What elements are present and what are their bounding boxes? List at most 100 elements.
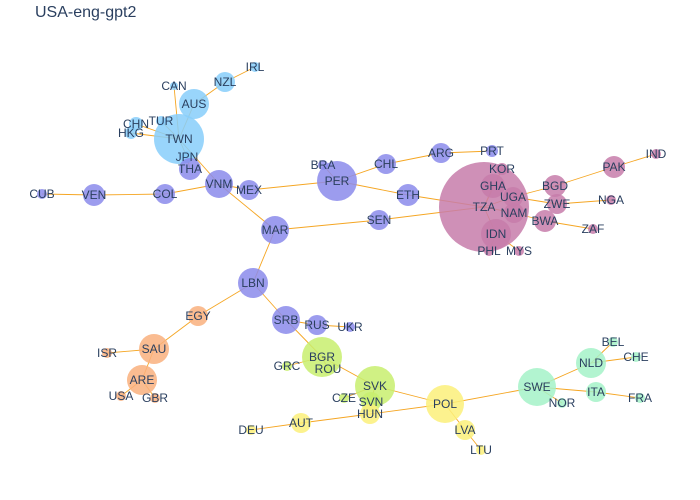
node-label-bra: BRA	[311, 158, 336, 172]
node-tha[interactable]	[179, 158, 201, 180]
node-deu[interactable]	[246, 425, 256, 435]
node-rou[interactable]	[323, 364, 333, 374]
node-bgd[interactable]	[544, 175, 566, 197]
node-aus[interactable]	[179, 89, 209, 119]
node-label-hkg: HKG	[118, 126, 144, 140]
node-sen[interactable]	[369, 210, 389, 230]
node-ven[interactable]	[83, 184, 105, 206]
node-label-srb: SRB	[274, 313, 299, 327]
node-kor[interactable]	[496, 163, 508, 175]
node-per[interactable]	[317, 161, 357, 201]
node-label-nor: NOR	[549, 396, 576, 410]
node-label-gha: GHA	[480, 179, 506, 193]
node-nga[interactable]	[606, 195, 616, 205]
node-hun[interactable]	[360, 404, 380, 424]
node-label-hun: HUN	[357, 407, 383, 421]
node-ita[interactable]	[586, 382, 606, 402]
node-label-phl: PHL	[477, 244, 501, 258]
node-nld[interactable]	[576, 348, 606, 378]
node-label-nld: NLD	[579, 356, 603, 370]
node-twn[interactable]	[154, 114, 204, 164]
node-fra[interactable]	[635, 393, 645, 403]
node-label-are: ARE	[130, 373, 155, 387]
node-grc[interactable]	[282, 361, 292, 371]
node-label-chn: CHN	[123, 117, 149, 131]
node-lbn[interactable]	[238, 268, 268, 298]
node-swe[interactable]	[518, 368, 556, 406]
node-phl[interactable]	[484, 246, 494, 256]
node-label-aus: AUS	[182, 97, 207, 111]
node-label-sen: SEN	[367, 213, 392, 227]
node-label-ltu: LTU	[470, 443, 492, 457]
node-label-tha: THA	[178, 162, 202, 176]
edge-mar-sen	[274, 219, 380, 231]
node-label-vnm: VNM	[206, 177, 233, 191]
node-label-svn: SVN	[359, 395, 384, 409]
node-label-cub: CUB	[29, 187, 54, 201]
node-are[interactable]	[127, 365, 157, 395]
node-nam[interactable]	[504, 203, 524, 223]
node-col[interactable]	[155, 184, 175, 204]
node-irl[interactable]	[250, 62, 260, 72]
node-bwa[interactable]	[534, 210, 556, 232]
node-label-prt: PRT	[480, 144, 504, 158]
node-label-col: COL	[153, 187, 178, 201]
node-label-chl: CHL	[374, 157, 398, 171]
node-pak[interactable]	[603, 156, 625, 178]
node-label-pak: PAK	[602, 160, 625, 174]
node-label-uga: UGA	[500, 190, 526, 204]
node-mar[interactable]	[261, 216, 289, 244]
node-lva[interactable]	[455, 420, 475, 440]
node-gbr[interactable]	[150, 393, 160, 403]
node-egy[interactable]	[188, 306, 208, 326]
node-label-bel: BEL	[602, 335, 625, 349]
node-ukr[interactable]	[345, 322, 355, 332]
node-can[interactable]	[170, 82, 178, 90]
node-chl[interactable]	[376, 154, 396, 174]
node-vnm[interactable]	[205, 170, 233, 198]
node-eth[interactable]	[397, 184, 419, 206]
node-mex[interactable]	[239, 180, 259, 200]
node-label-per: PER	[325, 174, 350, 188]
node-label-fra: FRA	[628, 391, 652, 405]
edge-hun-aut	[300, 413, 371, 424]
node-label-rus: RUS	[304, 318, 329, 332]
node-gha[interactable]	[481, 174, 505, 198]
node-aut[interactable]	[291, 413, 311, 433]
node-label-ven: VEN	[82, 188, 107, 202]
node-label-nga: NGA	[598, 193, 624, 207]
node-label-eth: ETH	[396, 188, 420, 202]
node-label-che: CHE	[623, 350, 648, 364]
node-label-gbr: GBR	[142, 391, 168, 405]
node-bra[interactable]	[318, 160, 328, 170]
node-prt[interactable]	[486, 145, 498, 157]
node-cze[interactable]	[339, 393, 349, 403]
node-sau[interactable]	[139, 334, 169, 364]
node-zwe[interactable]	[547, 194, 567, 214]
node-pol[interactable]	[426, 385, 464, 423]
node-nor[interactable]	[557, 398, 567, 408]
node-srb[interactable]	[272, 306, 300, 334]
node-label-lva: LVA	[455, 423, 476, 437]
node-mys[interactable]	[514, 246, 524, 256]
node-nzl[interactable]	[215, 72, 235, 92]
node-usa[interactable]	[116, 391, 126, 401]
node-arg[interactable]	[431, 143, 451, 163]
diagram-title: USA-eng-gpt2	[35, 4, 137, 21]
node-tur[interactable]	[156, 116, 166, 126]
node-ltu[interactable]	[476, 445, 486, 455]
node-label-zwe: ZWE	[544, 197, 571, 211]
node-zaf[interactable]	[588, 224, 598, 234]
node-idn[interactable]	[481, 219, 511, 249]
node-label-swe: SWE	[523, 380, 550, 394]
node-cub[interactable]	[37, 189, 47, 199]
node-hkg[interactable]	[125, 127, 137, 139]
node-ind[interactable]	[651, 149, 661, 159]
node-label-mys: MYS	[506, 244, 532, 258]
node-rus[interactable]	[307, 315, 327, 335]
node-bel[interactable]	[608, 337, 618, 347]
node-uga[interactable]	[503, 187, 523, 207]
node-isr[interactable]	[102, 348, 112, 358]
node-che[interactable]	[631, 352, 641, 362]
